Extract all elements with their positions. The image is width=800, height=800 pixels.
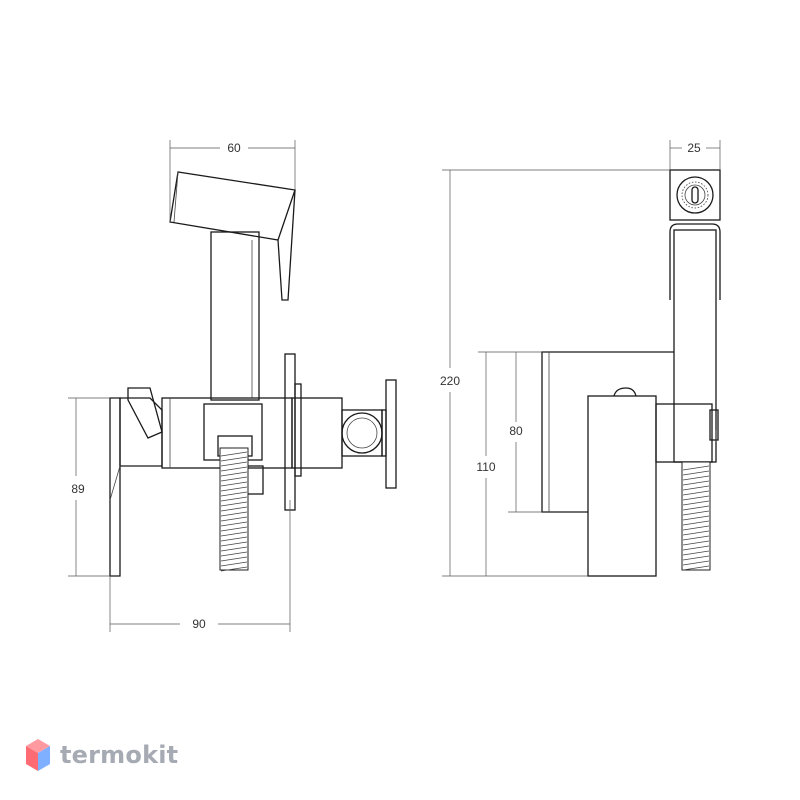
wall-flange (284, 353, 302, 511)
dimension-60-label: 60 (227, 141, 241, 155)
dimension-25-label: 25 (687, 141, 701, 155)
dimension-80-label: 80 (509, 424, 523, 438)
mixer-lever (109, 387, 163, 577)
dimension-60: 60 (169, 140, 296, 222)
front-view: 60 90 89 (68, 140, 397, 632)
sprayer-handle (210, 231, 260, 401)
side-sprayer-head (669, 169, 721, 221)
dimension-110-label: 110 (476, 460, 495, 474)
side-wall-plate (541, 351, 674, 513)
dimension-25: 25 (669, 140, 721, 170)
mixer-body (161, 397, 343, 495)
dimension-110: 110 (476, 351, 542, 576)
holder-ring (341, 379, 397, 489)
dimension-89-label: 89 (71, 482, 85, 496)
brand-logo: termokit (24, 737, 178, 773)
hexagon-logo-icon (26, 739, 50, 771)
dimension-220: 220 (440, 169, 670, 577)
dimension-90: 90 (109, 500, 291, 632)
sprayer-head (169, 171, 296, 301)
side-view: 25 220 110 80 (440, 140, 721, 577)
dimension-90-label: 90 (192, 617, 206, 631)
front-hose (219, 447, 249, 572)
brand-name: termokit (60, 741, 179, 769)
dimension-89: 89 (68, 397, 110, 577)
side-hose (681, 461, 711, 571)
dimension-80: 80 (508, 352, 542, 513)
dimension-220-label: 220 (440, 374, 460, 388)
